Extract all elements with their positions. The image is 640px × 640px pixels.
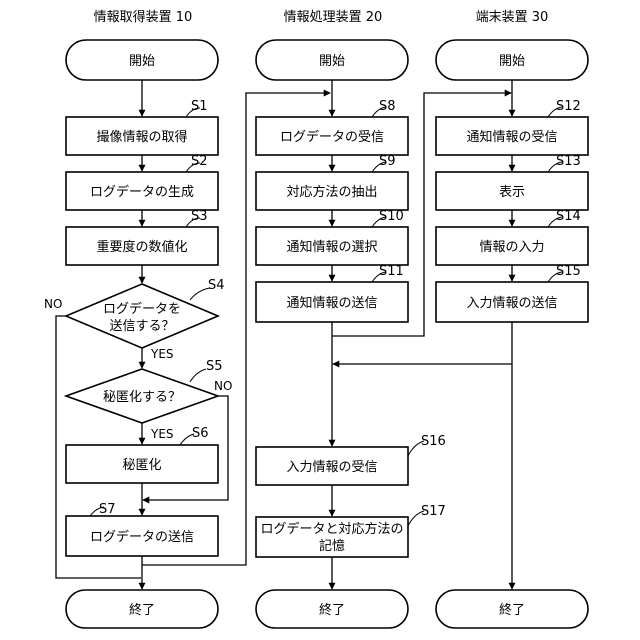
step-s9-label: 対応方法の抽出 <box>286 184 377 200</box>
col3-start-terminal: 開始 <box>436 40 588 80</box>
step-s17-line1: ログデータと対応方法の <box>260 521 403 537</box>
col2-start-label: 開始 <box>319 54 345 69</box>
step-s16-id: S16 <box>421 434 446 449</box>
step-s13-label: 表示 <box>499 185 525 200</box>
col2-end-terminal: 終了 <box>256 590 408 628</box>
step-s11-id: S11 <box>379 264 404 279</box>
step-s16: 入力情報の受信 S16 <box>256 434 446 485</box>
step-s14-label: 情報の入力 <box>479 240 544 255</box>
column-header-info-processing: 情報処理装置 20 <box>284 10 383 25</box>
column-header-terminal: 端末装置 30 <box>476 10 549 25</box>
col3-end-terminal: 終了 <box>436 590 588 628</box>
step-s6-label: 秘匿化 <box>122 458 161 473</box>
col1-end-label: 終了 <box>129 602 155 618</box>
col3-end-label: 終了 <box>499 602 525 618</box>
step-s12-id: S12 <box>556 99 581 114</box>
decision-s5-yes-label: YES <box>150 427 174 441</box>
step-s14-id: S14 <box>556 209 581 224</box>
decision-s5: 秘匿化する？ S5 <box>66 359 223 423</box>
step-s3-id: S3 <box>191 209 208 224</box>
step-s7-label: ログデータの送信 <box>90 529 194 545</box>
decision-s4-line2: 送信する？ <box>109 319 174 334</box>
col1-start-label: 開始 <box>129 54 155 69</box>
step-s10-label: 通知情報の選択 <box>286 239 377 255</box>
column-header-info-acquisition: 情報取得装置 10 <box>94 9 193 25</box>
step-s8-id: S8 <box>379 99 396 114</box>
decision-s5-id: S5 <box>206 359 223 374</box>
step-s2-id: S2 <box>191 154 208 169</box>
step-s9-id: S9 <box>379 154 396 169</box>
decision-s5-label: 秘匿化する？ <box>103 390 181 405</box>
step-s10-id: S10 <box>379 209 404 224</box>
step-s17: ログデータと対応方法の 記憶 S17 <box>256 504 446 557</box>
step-s17-line2: 記憶 <box>319 538 345 554</box>
step-s6-id: S6 <box>192 426 209 441</box>
step-s12-label: 通知情報の受信 <box>466 129 557 145</box>
col2-start-terminal: 開始 <box>256 40 408 80</box>
col1-end-terminal: 終了 <box>66 590 218 628</box>
decision-s4-id: S4 <box>208 278 225 293</box>
step-s15-id: S15 <box>556 264 581 279</box>
step-s1-label: 撮像情報の取得 <box>96 129 187 145</box>
step-s1-id: S1 <box>191 99 208 114</box>
step-s2-label: ログデータの生成 <box>90 184 194 200</box>
decision-s4: ログデータを 送信する？ S4 <box>66 278 225 348</box>
decision-s4-no-label: NO <box>44 297 62 311</box>
decision-s5-leader <box>190 369 206 382</box>
step-s8-label: ログデータの受信 <box>280 129 384 145</box>
step-s15-label: 入力情報の送信 <box>466 296 557 311</box>
decision-s5-no-label: NO <box>214 379 232 393</box>
step-s3-label: 重要度の数値化 <box>96 239 187 255</box>
decision-s4-yes-label: YES <box>150 347 174 361</box>
decision-s4-leader <box>190 288 210 300</box>
decision-s4-line1: ログデータを <box>103 301 181 317</box>
step-s13-id: S13 <box>556 154 581 169</box>
step-s11-label: 通知情報の送信 <box>286 295 377 311</box>
col3-start-label: 開始 <box>499 54 525 69</box>
step-s17-id: S17 <box>421 504 446 519</box>
col2-end-label: 終了 <box>319 602 345 618</box>
step-s7-id: S7 <box>99 502 116 517</box>
step-s16-label: 入力情報の受信 <box>286 460 377 475</box>
col1-start-terminal: 開始 <box>66 40 218 80</box>
